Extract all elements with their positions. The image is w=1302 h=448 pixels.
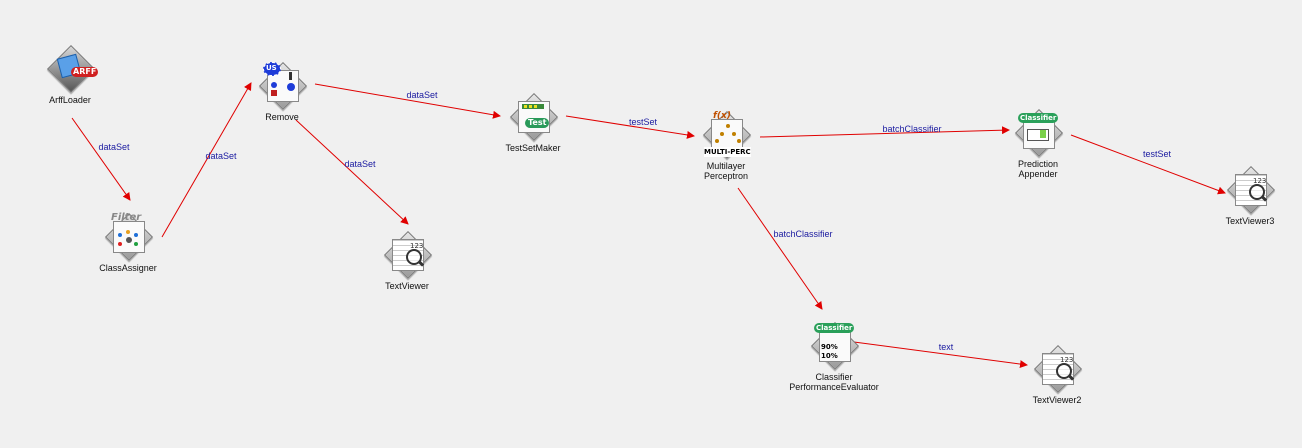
- node-label: TextViewer: [385, 281, 429, 291]
- edge-arff-to-classassigner[interactable]: [71, 117, 131, 201]
- edge-label-prediction-to-textviewer3: testSet: [1142, 149, 1172, 159]
- multilayer-perceptron-icon: f(x) MULTI-PERC: [701, 109, 752, 160]
- edge-label-cpe-to-textviewer2: text: [938, 342, 954, 352]
- node-label: Remove: [265, 112, 299, 122]
- node-prediction-appender[interactable]: Classifier Prediction Appender: [1003, 107, 1073, 179]
- node-label: TextViewer2: [1032, 395, 1082, 405]
- node-textviewer3[interactable]: 123 TextViewer3: [1215, 164, 1285, 226]
- classifier-performance-evaluator-icon: Classifier 90% 10%: [809, 320, 860, 371]
- edge-label-classassigner-to-remove: dataSet: [205, 151, 237, 161]
- edge-label-mlp-to-cpe: batchClassifier: [773, 229, 833, 239]
- text-viewer-icon: 123: [1032, 343, 1083, 394]
- node-label: Classifier PerformanceEvaluator: [789, 372, 879, 392]
- edge-remove-to-testsetmaker[interactable]: [314, 83, 501, 119]
- node-label: ArffLoader: [49, 95, 91, 105]
- node-label: TestSetMaker: [505, 143, 561, 153]
- test-set-maker-icon: Test: [508, 91, 559, 142]
- edge-mlp-to-cpe[interactable]: [737, 187, 823, 310]
- node-remove[interactable]: US Remove: [247, 60, 317, 122]
- node-mlp[interactable]: f(x) MULTI-PERC Multilayer Perceptron: [691, 109, 761, 181]
- node-textviewer2[interactable]: 123 TextViewer2: [1022, 343, 1092, 405]
- node-label: ClassAssigner: [99, 263, 157, 273]
- edge-remove-to-textviewer[interactable]: [295, 119, 409, 225]
- edge-label-arff-to-classassigner: dataSet: [98, 142, 130, 152]
- node-arffloader[interactable]: ARFF ArffLoader: [35, 43, 105, 105]
- node-classifier-performance-evaluator[interactable]: Classifier 90% 10% Classifier Performanc…: [784, 320, 884, 392]
- prediction-appender-icon: Classifier: [1013, 107, 1064, 158]
- node-label: TextViewer3: [1225, 216, 1275, 226]
- edge-prediction-to-textviewer3[interactable]: [1070, 134, 1226, 195]
- edge-label-testsetmaker-to-mlp: testSet: [628, 117, 658, 127]
- text-viewer-icon: 123: [1225, 164, 1276, 215]
- edge-testsetmaker-to-mlp[interactable]: [565, 115, 695, 139]
- remove-filter-icon: US: [257, 60, 308, 111]
- node-label: Multilayer Perceptron: [703, 161, 749, 181]
- edge-label-mlp-to-prediction: batchClassifier: [882, 124, 942, 134]
- node-label: Prediction Appender: [1017, 159, 1059, 179]
- node-textviewer[interactable]: 123 TextViewer: [372, 229, 442, 291]
- arff-loader-icon: ARFF: [45, 43, 99, 94]
- node-classassigner[interactable]: Filter ClassAssigner: [93, 211, 163, 274]
- node-testsetmaker[interactable]: Test TestSetMaker: [498, 91, 568, 153]
- edge-classassigner-to-remove[interactable]: [161, 82, 252, 238]
- text-viewer-icon: 123: [382, 229, 433, 280]
- edge-label-remove-to-textviewer: dataSet: [344, 159, 376, 169]
- filter-icon: Filter: [103, 211, 154, 262]
- edge-cpe-to-textviewer2[interactable]: [853, 341, 1028, 369]
- edge-label-remove-to-testsetmaker: dataSet: [406, 90, 438, 100]
- edge-mlp-to-prediction[interactable]: [759, 126, 1010, 138]
